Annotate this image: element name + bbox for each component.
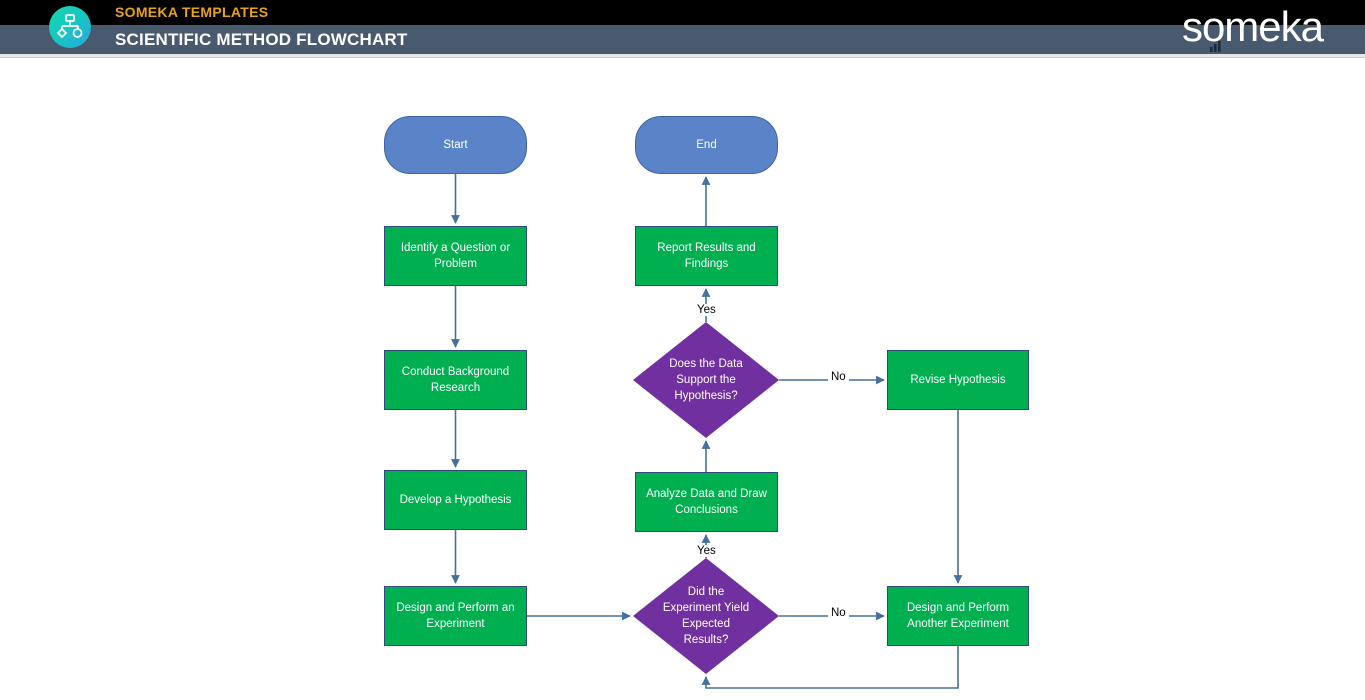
node-another-experiment[interactable]: Design and Perform Another Experiment bbox=[887, 586, 1029, 646]
someka-logo-o: o bbox=[1201, 3, 1225, 50]
node-develop-hypothesis[interactable]: Develop a Hypothesis bbox=[384, 470, 527, 530]
decision-text-yield-results: Did the Experiment Yield Expected Result… bbox=[662, 586, 750, 646]
node-start[interactable]: Start bbox=[384, 116, 527, 174]
decision-label-data-support[interactable]: Does the Data Support the Hypothesis? bbox=[646, 322, 766, 438]
header-top-band bbox=[0, 0, 1365, 25]
node-end[interactable]: End bbox=[635, 116, 778, 174]
edge-label-no-to-another: No bbox=[828, 607, 849, 619]
someka-logo-o-mark: o bbox=[1201, 3, 1225, 52]
decision-shape-yield-results[interactable] bbox=[633, 558, 779, 674]
edge-label-yes-to-analyze: Yes bbox=[694, 545, 719, 557]
bar-chart-icon bbox=[1209, 18, 1223, 60]
page-header: SOMEKA TEMPLATES SCIENTIFIC METHOD FLOWC… bbox=[0, 0, 1365, 54]
edge-another-loop-back bbox=[701, 646, 959, 689]
page-title: SCIENTIFIC METHOD FLOWCHART bbox=[115, 30, 408, 49]
decision-label-yield-results[interactable]: Did the Experiment Yield Expected Result… bbox=[652, 558, 760, 674]
node-analyze-data[interactable]: Analyze Data and Draw Conclusions bbox=[635, 472, 778, 532]
header-divider bbox=[0, 54, 1365, 58]
templates-label: SOMEKA TEMPLATES bbox=[115, 4, 269, 20]
node-conduct-research[interactable]: Conduct Background Research bbox=[384, 350, 527, 410]
someka-logo: so meka bbox=[1181, 3, 1324, 52]
decision-shape-data-support[interactable] bbox=[633, 322, 779, 438]
decision-text-data-support: Does the Data Support the Hypothesis? bbox=[669, 358, 743, 402]
flowchart-canvas: Start Identify a Question or Problem Con… bbox=[0, 58, 1365, 700]
decision-shapes bbox=[633, 322, 779, 674]
node-revise-hypothesis[interactable]: Revise Hypothesis bbox=[887, 350, 1029, 410]
someka-logo-s: s bbox=[1181, 3, 1203, 50]
org-chart-icon bbox=[49, 6, 91, 48]
node-report-results[interactable]: Report Results and Findings bbox=[635, 226, 778, 286]
someka-logo-meka: meka bbox=[1224, 3, 1324, 50]
header-title-band bbox=[0, 25, 1365, 54]
edge-label-yes-to-report: Yes bbox=[694, 304, 719, 316]
node-identify-question[interactable]: Identify a Question or Problem bbox=[384, 226, 527, 286]
edge-label-no-to-revise: No bbox=[828, 371, 849, 383]
node-design-experiment[interactable]: Design and Perform an Experiment bbox=[384, 586, 527, 646]
